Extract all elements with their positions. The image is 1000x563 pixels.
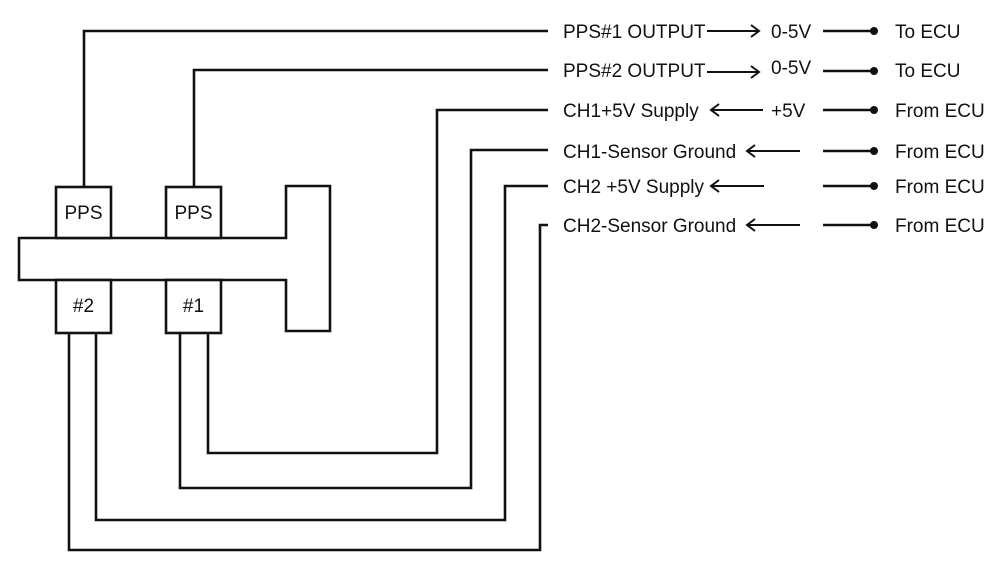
- signal-value: +5V: [771, 101, 806, 122]
- signal-list: PPS#1 OUTPUT 0-5V To ECU PPS#2 OUTPUT 0-…: [563, 22, 985, 237]
- arrow-left-head-icon: [709, 179, 720, 193]
- connector-dot-icon: [870, 27, 878, 35]
- wire-ch2-supply: [94, 184, 548, 522]
- signal-row: CH1+5V Supply +5V From ECU: [563, 101, 985, 122]
- signal-value: 0-5V: [771, 58, 811, 79]
- arrow-left-head-icon: [745, 218, 756, 232]
- signal-endpoint: From ECU: [895, 101, 985, 122]
- signal-label: CH2-Sensor Ground: [563, 216, 736, 237]
- connector-dot-icon: [870, 147, 878, 155]
- wire-pps2-output: [192, 68, 548, 187]
- signal-row: CH1-Sensor Ground From ECU: [563, 142, 985, 163]
- signal-label: PPS#1 OUTPUT: [563, 22, 706, 43]
- pps-box-top-1-label: PPS: [64, 203, 102, 224]
- pps-box-bottom-2-label: #2: [73, 296, 94, 317]
- wiring-paths: [67, 29, 548, 552]
- pps-box-bottom-1-label: #1: [183, 296, 204, 317]
- connector-dot-icon: [870, 182, 878, 190]
- signal-row: PPS#2 OUTPUT 0-5V To ECU: [563, 58, 960, 82]
- signal-endpoint: To ECU: [895, 61, 960, 82]
- connector-dot-icon: [870, 106, 878, 114]
- signal-label: CH1+5V Supply: [563, 101, 699, 122]
- signal-value: 0-5V: [771, 22, 811, 43]
- signal-label: PPS#2 OUTPUT: [563, 61, 706, 82]
- connector-dot-icon: [870, 67, 878, 75]
- signal-label: CH1-Sensor Ground: [563, 142, 736, 163]
- connector-dot-icon: [870, 221, 878, 229]
- arrow-right-head-icon: [750, 65, 761, 79]
- signal-endpoint: From ECU: [895, 142, 985, 163]
- arrow-right-head-icon: [750, 24, 761, 38]
- signal-row: CH2 +5V Supply From ECU: [563, 177, 985, 198]
- wire-ch1-supply: [206, 108, 548, 455]
- signal-endpoint: From ECU: [895, 177, 985, 198]
- pps-box-top-2-label: PPS: [174, 203, 212, 224]
- wire-ch1-ground: [178, 148, 548, 490]
- signal-label: CH2 +5V Supply: [563, 177, 704, 198]
- signal-endpoint: To ECU: [895, 22, 960, 43]
- pps-box-top-2: [164, 185, 223, 240]
- signal-row: CH2-Sensor Ground From ECU: [563, 216, 985, 237]
- pps-box-bottom-2: [54, 278, 113, 335]
- arrow-left-head-icon: [709, 103, 720, 117]
- arrow-left-head-icon: [745, 144, 756, 158]
- signal-endpoint: From ECU: [895, 216, 985, 237]
- sensor-assembly: PPS PPS #2 #1: [17, 184, 332, 335]
- wire-ch2-ground: [67, 223, 548, 552]
- signal-row: PPS#1 OUTPUT 0-5V To ECU: [563, 22, 960, 43]
- pps-box-top-1: [54, 185, 113, 240]
- wire-pps1-output: [82, 29, 548, 187]
- pps-box-bottom-1: [164, 278, 223, 335]
